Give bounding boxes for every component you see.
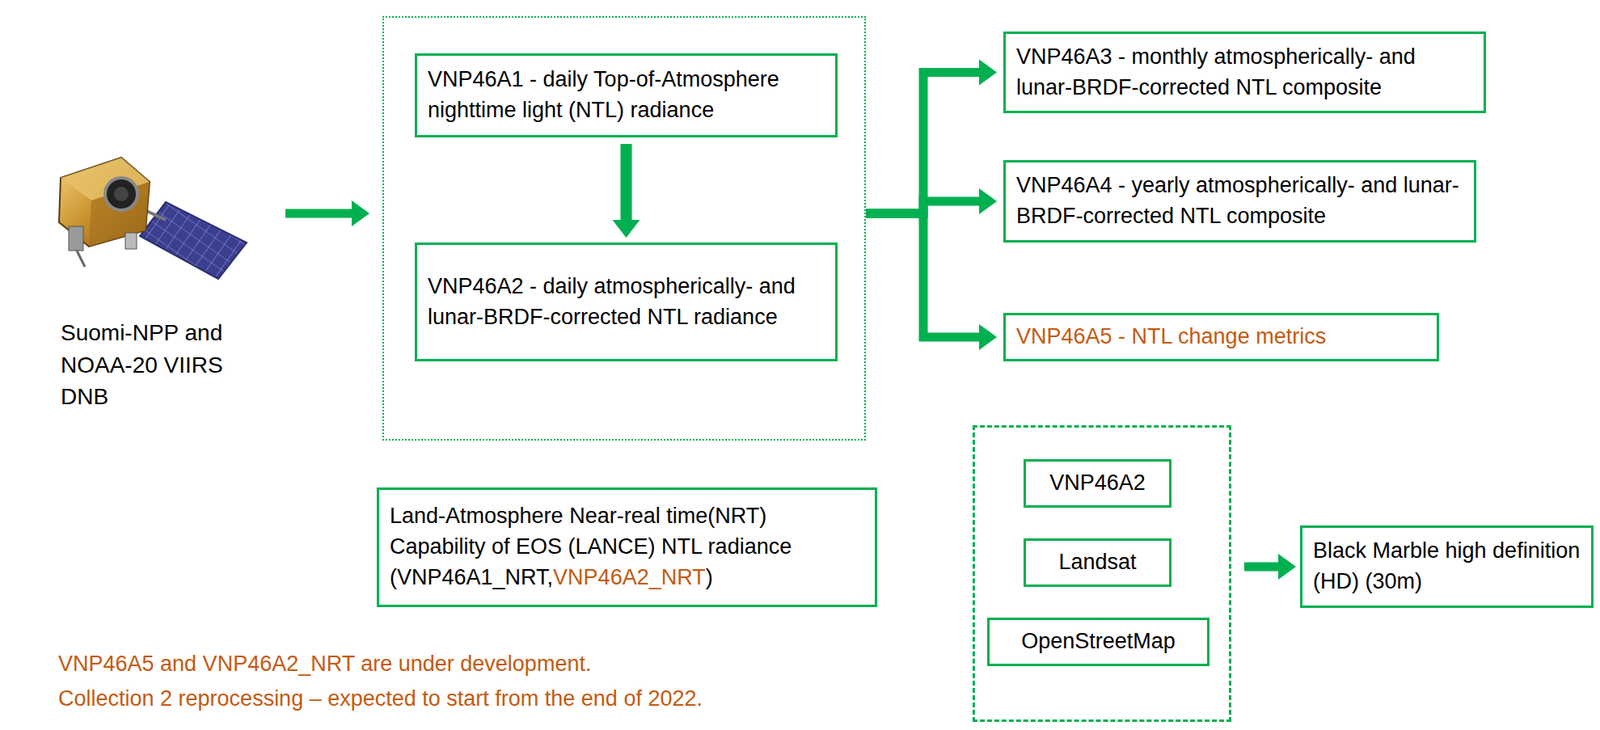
connector-line [865, 213, 981, 338]
product-group: VNP46A1 - daily Top-of-Atmosphere nightt… [382, 16, 866, 441]
process-box: VNP46A1 - daily Top-of-Atmosphere nightt… [414, 53, 838, 138]
arrow-head [979, 188, 997, 215]
source-box: OpenStreetMap [987, 617, 1210, 667]
note-text: VNP46A5 and VNP46A2_NRT are under develo… [58, 649, 592, 679]
box-text: Landsat [1036, 547, 1159, 579]
connector-line [865, 72, 981, 215]
satellite-caption: Suomi-NPP and NOAA-20 VIIRS DNB [44, 145, 288, 413]
flow-arrow [1244, 553, 1297, 580]
box-text: OpenStreetMap [1000, 626, 1197, 658]
box-text: VNP46A5 - NTL change metrics [1016, 321, 1427, 353]
flow-arrow [285, 200, 370, 227]
nrt-box: Land-Atmosphere Near-real time(NRT) Capa… [376, 487, 878, 608]
box-text: VNP46A1 - daily Top-of-Atmosphere nightt… [427, 64, 825, 127]
connector-line [1244, 562, 1280, 572]
text-line: Land-Atmosphere Near-real time(NRT) Capa… [389, 501, 865, 593]
satellite-illustration [44, 145, 263, 283]
product-box: VNP46A4 - yearly atmospherically- and lu… [1003, 160, 1477, 243]
product-box: VNP46A5 - NTL change metrics [1003, 312, 1440, 362]
flow-arrow [612, 143, 641, 238]
box-text: Black Marble high definition (HD) (30m) [1312, 536, 1581, 598]
source-group: VNP46A2LandsatOpenStreetMap [972, 425, 1232, 722]
arrow-head [979, 324, 997, 351]
connector-line [285, 209, 354, 219]
process-box: VNP46A2 - daily atmospherically- and lun… [414, 242, 838, 362]
box-text: VNP46A2_NRT [553, 565, 706, 590]
box-text: VNP46A2 [1036, 468, 1159, 499]
box-text: ) [705, 565, 714, 590]
box-text: VNP46A2 - daily atmospherically- and lun… [427, 271, 825, 334]
flow-arrow [865, 213, 997, 351]
connector-line [620, 143, 633, 222]
flow-arrow [865, 59, 997, 215]
product-box: VNP46A3 - monthly atmospherically- and l… [1003, 31, 1487, 114]
arrow-head [612, 219, 641, 238]
arrow-head [1278, 553, 1297, 580]
arrow-head [979, 59, 997, 86]
output-box: Black Marble high definition (HD) (30m) [1300, 525, 1594, 608]
note-text: Collection 2 reprocessing – expected to … [58, 683, 703, 714]
box-text: VNP46A3 - monthly atmospherically- and l… [1016, 42, 1474, 104]
box-text: Suomi-NPP and NOAA-20 VIIRS DNB [44, 316, 235, 413]
box-text: VNP46A4 - yearly atmospherically- and lu… [1016, 170, 1464, 233]
source-box: Landsat [1023, 538, 1172, 587]
source-box: VNP46A2 [1023, 459, 1172, 508]
arrow-head [351, 200, 370, 227]
